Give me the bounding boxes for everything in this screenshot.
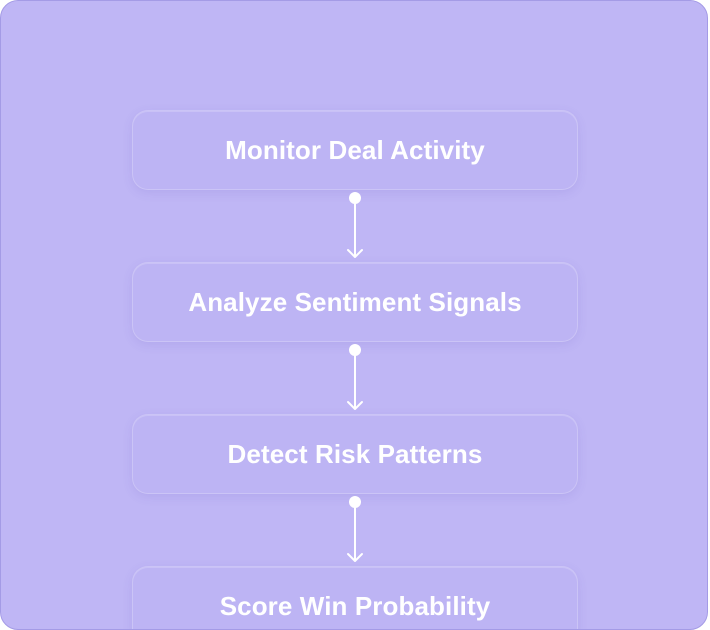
- step-label: Detect Risk Patterns: [227, 438, 483, 469]
- arrowhead-icon: [347, 249, 363, 258]
- step-monitor-deal-activity: Monitor Deal Activity: [132, 110, 578, 190]
- connector-dot: [349, 344, 361, 356]
- connector-arrow: [347, 344, 363, 410]
- step-label: Analyze Sentiment Signals: [188, 286, 522, 317]
- connector-dot: [349, 496, 361, 508]
- step-score-win-probability: Score Win Probability: [132, 566, 578, 629]
- step-label: Monitor Deal Activity: [225, 134, 485, 165]
- step-analyze-sentiment-signals: Analyze Sentiment Signals: [132, 262, 578, 342]
- connector-dot: [349, 192, 361, 204]
- arrowhead-icon: [347, 553, 363, 562]
- arrowhead-icon: [347, 401, 363, 410]
- step-label: Score Win Probability: [219, 590, 491, 621]
- connector-arrow: [347, 496, 363, 562]
- connector-arrow: [347, 192, 363, 258]
- step-detect-risk-patterns: Detect Risk Patterns: [132, 414, 578, 494]
